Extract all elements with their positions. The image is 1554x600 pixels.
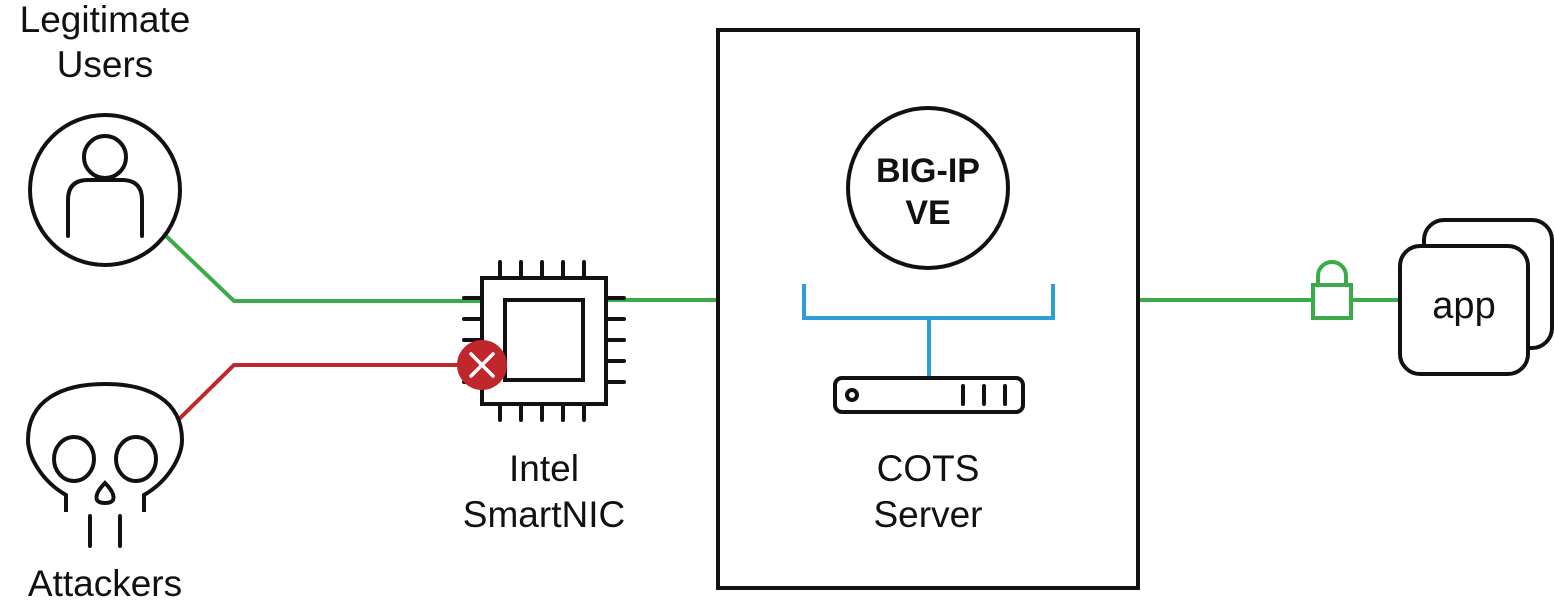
nic-label-line2: SmartNIC — [463, 494, 625, 535]
skull-icon — [25, 381, 185, 548]
legitimate-path-line — [164, 234, 480, 303]
server-label-line1: COTS — [877, 448, 980, 489]
users-label-line1: Legitimate — [20, 0, 191, 40]
bigip-label-line2: VE — [905, 194, 950, 232]
bigip-ve-circle — [846, 106, 1010, 270]
internal-bus — [802, 284, 1055, 378]
nic-label-line1: Intel — [509, 448, 579, 489]
app-stack-icon — [1398, 218, 1554, 376]
lock-icon — [1311, 260, 1353, 320]
user-icon — [28, 113, 182, 267]
blocked-x-icon — [457, 340, 507, 390]
server-label-line2: Server — [874, 494, 983, 535]
attackers-label: Attackers — [28, 563, 182, 600]
server-rack-icon — [833, 376, 1025, 414]
attack-path-line — [170, 363, 462, 428]
app-label: app — [1432, 285, 1495, 327]
users-label-line2: Users — [57, 44, 154, 85]
bigip-label-line1: BIG-IP — [876, 152, 980, 190]
